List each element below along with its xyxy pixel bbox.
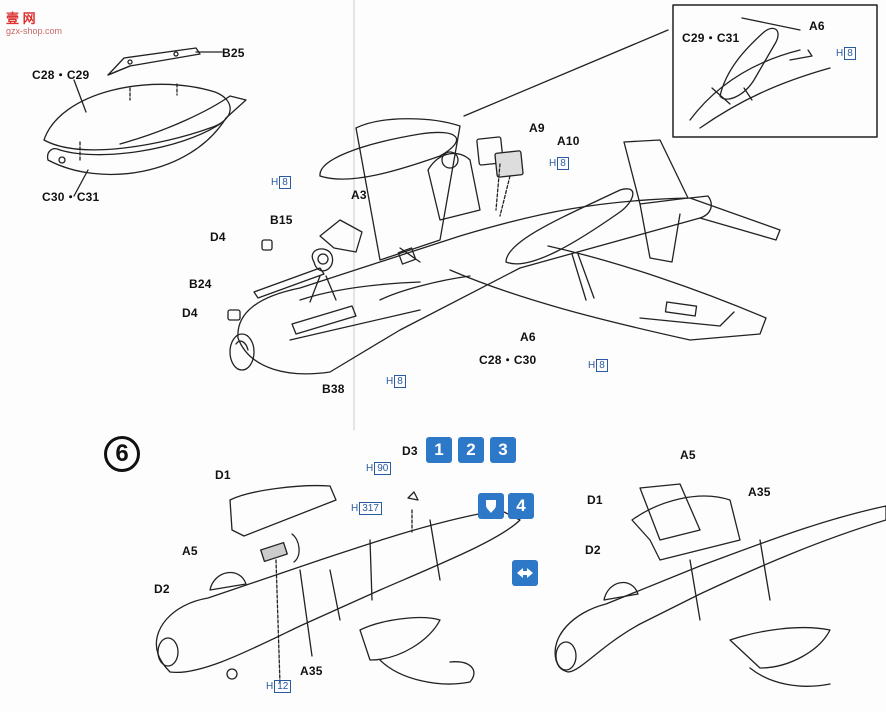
badge-3: 3 (490, 437, 516, 463)
badge-4: 4 (508, 493, 534, 519)
label-c28-c29: C28・C29 (32, 68, 90, 82)
drop-tank-left (43, 83, 247, 176)
label-a9: A9 (529, 121, 545, 135)
label-d4-bottom: D4 (182, 306, 198, 320)
main-aircraft (227, 118, 781, 375)
watermark-url: gzx-shop.com (6, 26, 63, 36)
label-b25: B25 (222, 46, 245, 60)
bottom-right-aircraft (554, 483, 886, 687)
label-d1-right: D1 (587, 493, 603, 507)
label-inset-a6: A6 (809, 19, 825, 33)
label-d2-left: D2 (154, 582, 170, 596)
inset-detail (672, 4, 878, 138)
b25-part (107, 47, 223, 76)
label-d2-right: D2 (585, 543, 601, 557)
label-c30-c31: C30・C31 (42, 190, 100, 204)
step-number: 6 (104, 436, 140, 472)
watermark-logo: 壹 网 (6, 11, 36, 26)
label-d3: D3 (402, 444, 418, 458)
bottom-left-aircraft (155, 484, 521, 685)
label-b38: B38 (322, 382, 345, 396)
label-a6-main: A6 (520, 330, 536, 344)
badge-1: 1 (426, 437, 452, 463)
label-a5-right: A5 (680, 448, 696, 462)
label-b15: B15 (270, 213, 293, 227)
label-a35-left: A35 (300, 664, 323, 678)
label-a35-right: A35 (748, 485, 771, 499)
label-d4-top: D4 (210, 230, 226, 244)
label-c28-c30: C28・C30 (479, 353, 537, 367)
label-a5-left: A5 (182, 544, 198, 558)
glue-icon (478, 493, 504, 519)
label-a3: A3 (351, 188, 367, 202)
label-b24: B24 (189, 277, 212, 291)
label-d1-left: D1 (215, 468, 231, 482)
badge-2: 2 (458, 437, 484, 463)
label-a10: A10 (557, 134, 580, 148)
label-inset-c29-c31: C29・C31 (682, 31, 740, 45)
alternate-assembly-icon (512, 560, 538, 586)
